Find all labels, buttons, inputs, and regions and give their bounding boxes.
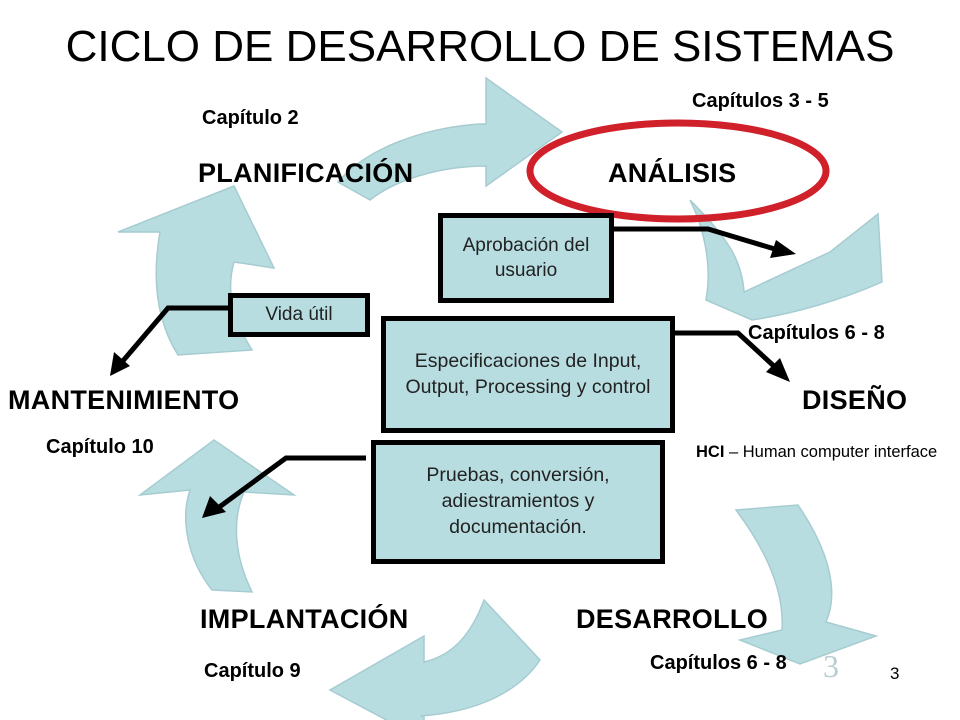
stage-desarrollo: DESARROLLO bbox=[576, 604, 768, 634]
cycle-arrow-bottom bbox=[328, 598, 541, 720]
hci-note: HCI – Human computer interface bbox=[696, 441, 960, 465]
box-aprobacion-usuario: Aprobación del usuario bbox=[438, 213, 614, 303]
box-pruebas: Pruebas, conversión, adiestramientos y d… bbox=[371, 440, 665, 564]
chapter-planificacion: Capítulo 2 bbox=[202, 107, 299, 129]
arrowhead-aprobacion bbox=[770, 240, 796, 258]
stage-mantenimiento: MANTENIMIENTO bbox=[8, 385, 240, 415]
stage-diseno: DISEÑO bbox=[802, 385, 908, 415]
arrowhead-pruebas bbox=[202, 496, 226, 518]
chapter-analisis: Capítulos 3 - 5 bbox=[692, 90, 829, 112]
slide-title: CICLO DE DESARROLLO DE SISTEMAS bbox=[65, 22, 895, 71]
box-aprobacion-text: Aprobación del usuario bbox=[462, 234, 590, 281]
stage-planificacion: PLANIFICACIÓN bbox=[198, 158, 414, 188]
stage-implantacion: IMPLANTACIÓN bbox=[200, 604, 409, 634]
box-pruebas-text: Pruebas, conversión, adiestramientos y d… bbox=[426, 464, 610, 538]
cycle-arrow-top bbox=[336, 76, 564, 201]
watermark-number: 3 bbox=[823, 648, 839, 684]
hci-abbr: HCI bbox=[696, 443, 725, 461]
box-especificaciones-text: Especificaciones de Input, Output, Proce… bbox=[405, 349, 651, 398]
analisis-highlight-ellipse bbox=[526, 119, 830, 223]
cycle-arrow-upper-right bbox=[689, 199, 883, 321]
arrowhead-vida bbox=[110, 352, 130, 376]
stage-analisis: ANÁLISIS bbox=[608, 158, 737, 188]
connector-pruebas-implantacion bbox=[216, 455, 366, 511]
box-vida-util: Vida útil bbox=[228, 293, 370, 337]
cycle-arrow-lower-right bbox=[734, 504, 879, 665]
arrowhead-especificaciones bbox=[766, 358, 790, 382]
hci-text: – Human computer interface bbox=[724, 443, 938, 461]
chapter-implantacion: Capítulo 9 bbox=[204, 660, 301, 682]
connector-especificaciones-diseno bbox=[672, 330, 778, 370]
box-especificaciones: Especificaciones de Input, Output, Proce… bbox=[381, 316, 675, 433]
box-vida-util-text: Vida útil bbox=[265, 304, 333, 326]
chapter-desarrollo: Capítulos 6 - 8 bbox=[650, 652, 787, 674]
slide-number: 3 bbox=[890, 664, 900, 683]
connector-vida-mantenimiento bbox=[120, 305, 230, 364]
cycle-arrow-lower-left bbox=[137, 439, 297, 593]
chapter-mantenimiento: Capítulo 10 bbox=[46, 436, 154, 458]
chapter-diseno: Capítulos 6 - 8 bbox=[748, 322, 885, 344]
connector-aprobacion-diseno bbox=[612, 226, 779, 253]
